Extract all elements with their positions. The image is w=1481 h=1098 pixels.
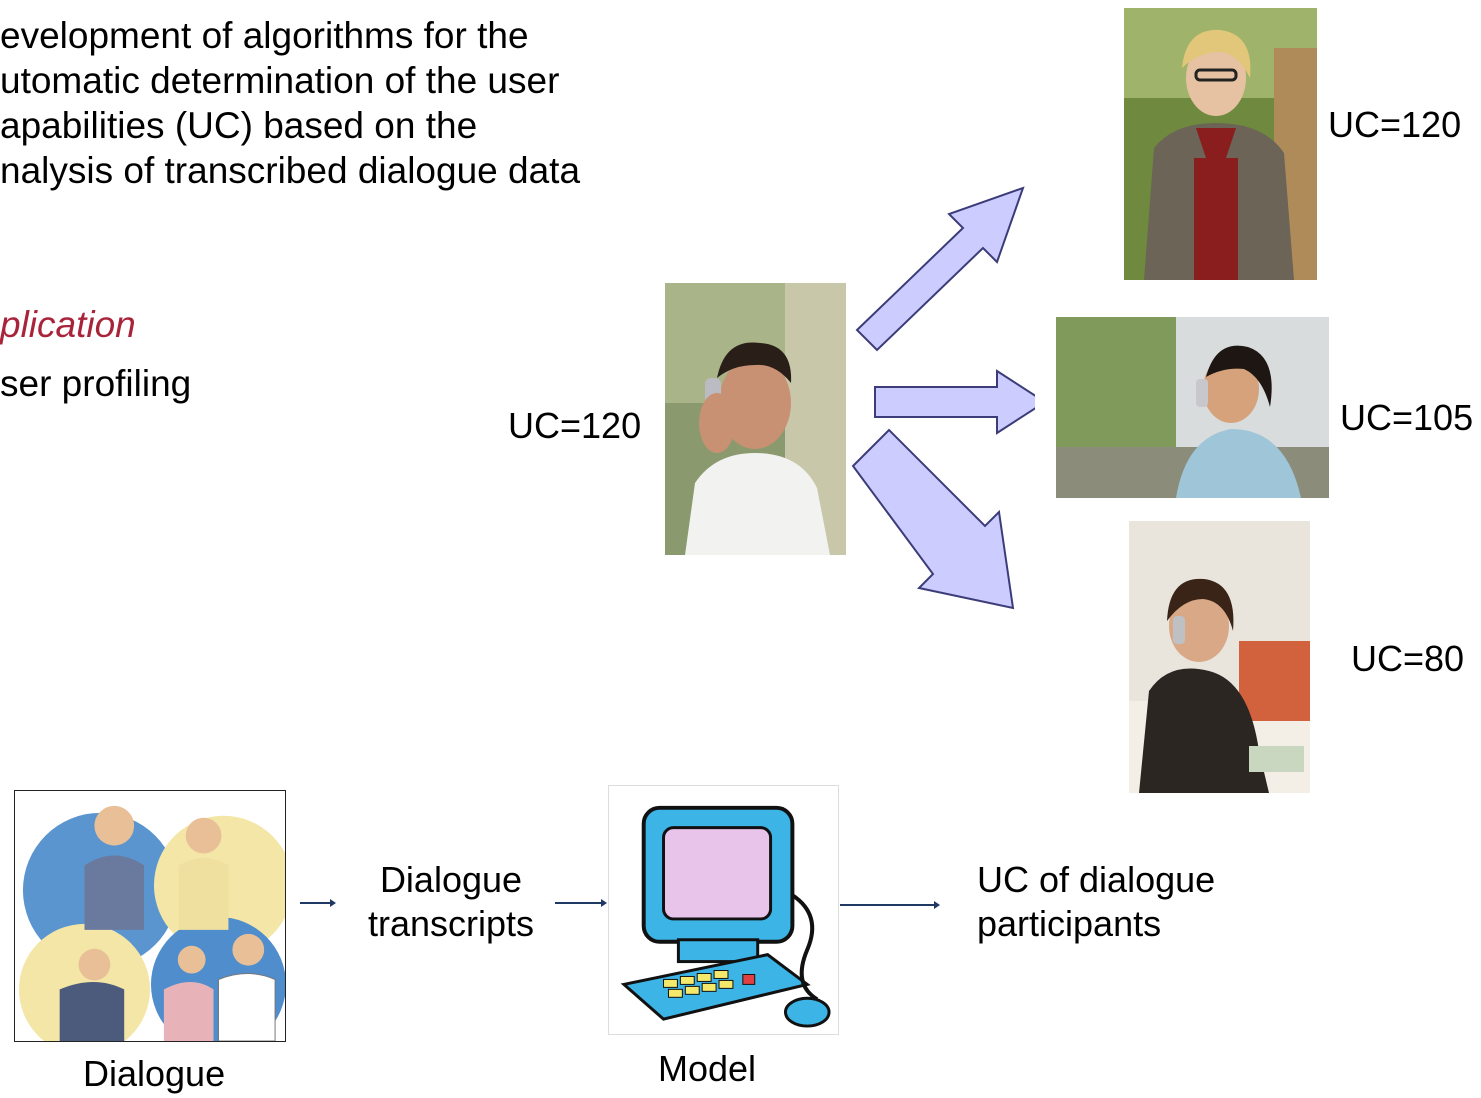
transcripts-line: Dialogue	[379, 859, 523, 900]
model-computer-clipart	[608, 785, 839, 1035]
target-uc-label-3: UC=80	[1351, 638, 1465, 679]
target-uc-label-2: UC=105	[1340, 397, 1474, 438]
arrow-down-right	[851, 428, 1015, 610]
target-user-photo-1	[1124, 8, 1317, 280]
application-item: ser profiling	[0, 363, 192, 404]
intro-paragraph: evelopment of algorithms for the utomati…	[0, 13, 580, 193]
output-line: UC of dialogue	[977, 859, 1216, 900]
transcripts-label: Dialogue transcripts	[346, 858, 556, 946]
dialogue-clipart	[14, 790, 286, 1042]
flow-arrow-3	[840, 901, 940, 909]
intro-line: utomatic determination of the user	[0, 60, 560, 101]
target-user-photo-3	[1129, 521, 1310, 793]
dialogue-caption: Dialogue	[83, 1053, 226, 1094]
transcripts-line: transcripts	[367, 903, 535, 944]
source-uc-label: UC=120	[508, 405, 642, 446]
model-caption: Model	[658, 1048, 757, 1089]
target-uc-label-1: UC=120	[1328, 104, 1462, 145]
output-line: participants	[977, 903, 1162, 944]
intro-line: evelopment of algorithms for the	[0, 15, 529, 56]
arrow-right	[874, 369, 1035, 435]
arrow-up-right	[855, 186, 1025, 352]
profiling-arrows	[851, 186, 1035, 610]
source-user-photo	[665, 283, 846, 555]
target-user-photo-2	[1056, 317, 1329, 498]
flow-arrow-2	[555, 899, 607, 907]
flow-arrow-1	[300, 899, 336, 907]
application-heading: plication	[0, 304, 136, 345]
intro-line: nalysis of transcribed dialogue data	[0, 150, 581, 191]
output-label: UC of dialogue participants	[977, 858, 1215, 946]
intro-line: apabilities (UC) based on the	[0, 105, 478, 146]
